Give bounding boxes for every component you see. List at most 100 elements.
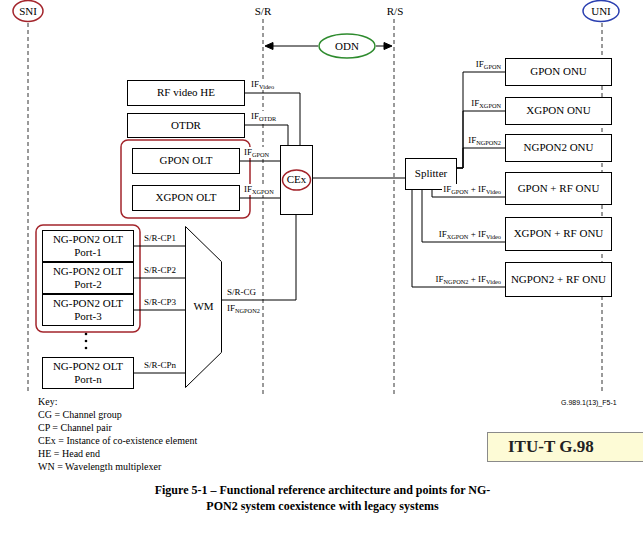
onu-box: XGPON + RF ONU	[505, 217, 612, 251]
connector-line	[412, 190, 505, 287]
highlight-ellipse	[319, 34, 375, 58]
box-text: WM	[193, 300, 213, 313]
text-wrap: RF video HE	[157, 86, 215, 99]
signal-label: IFNGPON2	[467, 135, 502, 146]
trapezoid-outline	[186, 227, 222, 388]
figure-caption: Figure 5-1 – Functional reference archit…	[140, 482, 505, 514]
connector-line	[457, 72, 505, 168]
box-text: RF video HE	[157, 86, 215, 99]
subscript: GPON	[451, 188, 468, 195]
connector-line	[134, 278, 185, 279]
onu-box: NGPON2 ONU	[505, 134, 612, 162]
subscript: XGPON	[447, 233, 469, 240]
signal-label: IFXGPON	[243, 184, 275, 195]
reference-line	[394, 19, 395, 394]
connector-line	[245, 93, 300, 145]
figure-code: G.989.1(13)_F5-1	[560, 398, 618, 407]
subscript: XGPON	[252, 188, 274, 195]
subscript: GPON	[484, 63, 501, 70]
signal-label: S/R-CPn	[143, 360, 177, 371]
text-wrap: GPON ONU	[530, 65, 587, 78]
olt-port-box: NG-PON2 OLT Port-1	[42, 230, 134, 262]
subscript: NGPON2	[476, 139, 501, 146]
box-text: GPON OLT	[159, 154, 212, 167]
text-wrap: NG-PON2 OLT Port-2	[43, 265, 133, 291]
text-wrap: XGPON ONU	[526, 104, 590, 117]
signal-label: IFNGPON2 + IFVideo	[435, 274, 502, 285]
connector-line	[422, 190, 505, 242]
arrowhead	[265, 43, 273, 50]
olt-box: XGPON OLT	[132, 185, 240, 211]
box-text: Splitter	[415, 167, 447, 180]
text-wrap: OTDR	[171, 119, 201, 132]
otdr-box: OTDR	[127, 113, 245, 138]
text-wrap: NG-PON2 OLT Port-1	[43, 233, 133, 259]
box-text: NGPON2 + RF ONU	[511, 273, 606, 286]
olt-port-box: NG-PON2 OLT Port-n	[42, 357, 134, 389]
connector-line	[222, 215, 296, 300]
signal-label: S/R-CP1	[143, 233, 177, 244]
interface-point-label: UNI	[590, 5, 612, 18]
text-wrap: XGPON + RF ONU	[514, 227, 604, 240]
continuation-dot	[85, 333, 88, 336]
highlight-ellipse	[283, 170, 311, 190]
subscript: XGPON	[479, 102, 501, 109]
onu-box: GPON + RF ONU	[505, 172, 612, 205]
olt-port-box: NG-PON2 OLT Port-3	[42, 294, 134, 326]
signal-label: IFXGPON + IFVideo	[438, 229, 502, 240]
connector-line	[134, 310, 185, 311]
box-text: NGPON2 ONU	[524, 141, 594, 154]
subscript: Video	[486, 188, 501, 195]
signal-label: IFXGPON	[470, 98, 502, 109]
olt-port-box: NG-PON2 OLT Port-2	[42, 262, 134, 294]
connector-line	[313, 178, 405, 179]
signal-label: IFGPON	[243, 147, 270, 158]
key-entry: WN = Wavelength multiplexer	[37, 461, 162, 473]
subscript: NGPON2	[235, 307, 260, 314]
text-wrap: NG-PON2 OLT Port-3	[43, 297, 133, 323]
wavelength-multiplexer: WM	[185, 226, 222, 388]
signal-label: IFNGPON2	[226, 303, 261, 314]
key-entry: CEx = Instance of co-existence element	[37, 435, 198, 447]
continuation-dot	[85, 347, 88, 350]
key-heading: Key:	[37, 396, 58, 408]
text-wrap: CEx	[287, 173, 307, 186]
connector-line	[245, 125, 288, 145]
signal-label: IFGPON	[475, 59, 502, 70]
box-text: OTDR	[171, 119, 201, 132]
coexistence-element: CEx	[280, 145, 313, 215]
reference-point-label: S/R	[254, 5, 273, 18]
onu-box: GPON ONU	[505, 58, 612, 86]
highlight-ellipse	[13, 1, 43, 22]
box-text: XGPON ONU	[526, 104, 590, 117]
reference-line	[263, 19, 264, 394]
odn-span-line	[272, 46, 318, 47]
highlight-ellipse	[583, 1, 619, 22]
subscript: GPON	[252, 151, 269, 158]
text-wrap: XGPON OLT	[155, 191, 216, 204]
reference-point-label: R/S	[386, 5, 405, 18]
connector-line	[240, 161, 280, 162]
connector-line	[457, 111, 505, 168]
highlight-box	[36, 225, 140, 332]
box-text: XGPON + RF ONU	[514, 227, 604, 240]
text-wrap: NGPON2 ONU	[524, 141, 594, 154]
key-entry: CP = Channel pair	[37, 422, 113, 434]
text-wrap: Splitter	[415, 167, 447, 180]
reference-line	[28, 23, 29, 394]
key-entry: HE = Head end	[37, 448, 101, 460]
onu-box: NGPON2 + RF ONU	[505, 262, 612, 297]
continuation-dot	[85, 340, 88, 343]
subscript: Video	[486, 278, 501, 285]
box-text: NG-PON2 OLT Port-3	[43, 297, 133, 323]
text-wrap: GPON OLT	[159, 154, 212, 167]
text-wrap: NG-PON2 OLT Port-n	[43, 360, 133, 386]
highlight-box	[121, 140, 250, 218]
headend-box: RF video HE	[127, 80, 245, 106]
key-entry: CG = Channel group	[37, 409, 123, 421]
box-text: XGPON OLT	[155, 191, 216, 204]
onu-box: XGPON ONU	[505, 97, 612, 125]
box-text: NG-PON2 OLT Port-1	[43, 233, 133, 259]
signal-label: S/R-CG	[226, 287, 257, 298]
